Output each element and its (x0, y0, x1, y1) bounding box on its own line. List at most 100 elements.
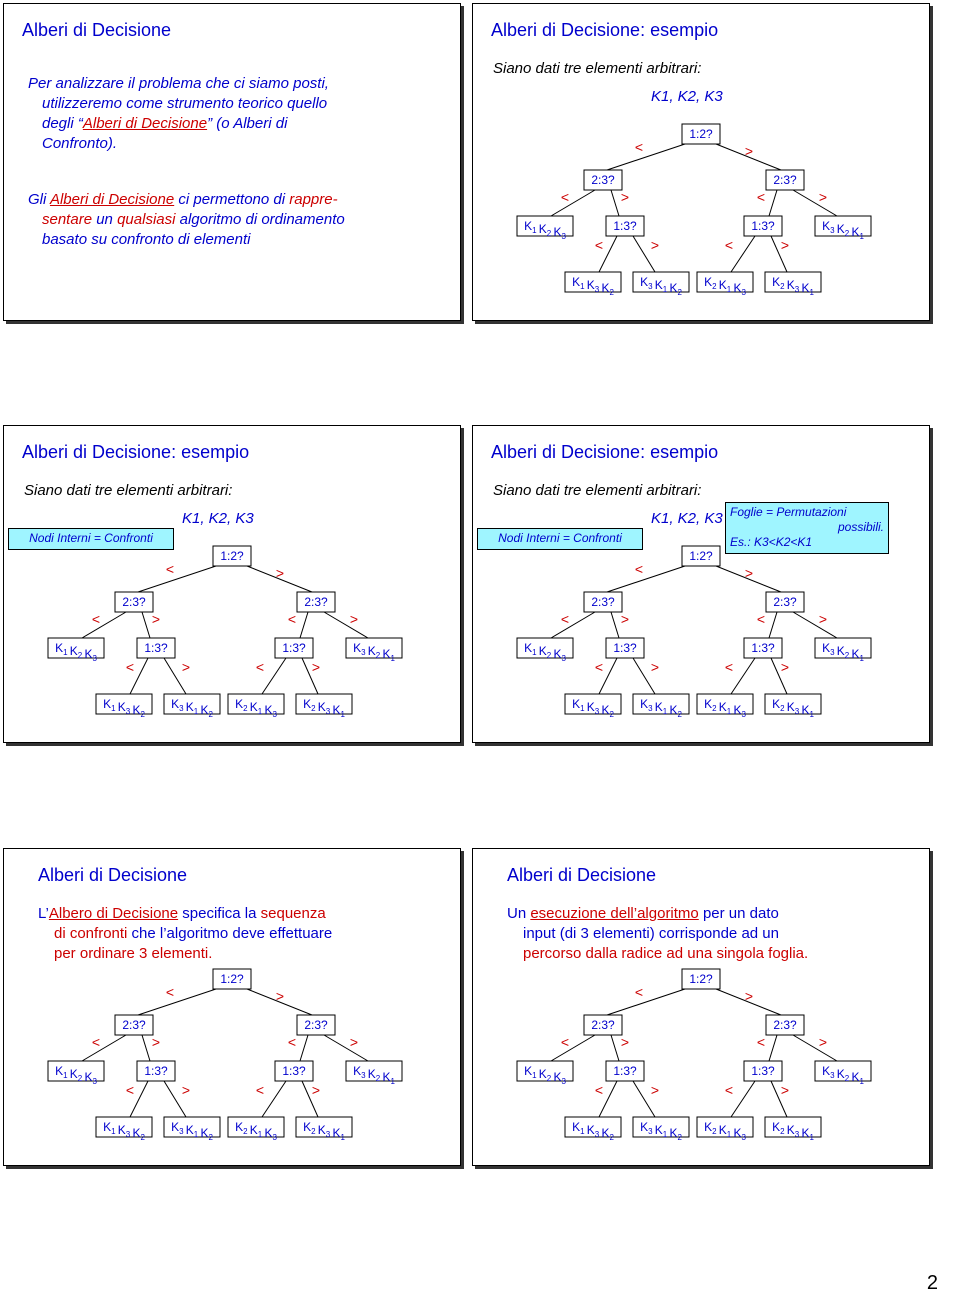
tree-edge (632, 657, 656, 695)
slide-title: Alberi di Decisione (22, 20, 172, 40)
leaf-node: K1 K3 K2 (564, 1116, 622, 1142)
greater-label: > (621, 1034, 629, 1050)
greater-label: > (781, 237, 789, 253)
svg-text:K2 K3 K1: K2 K3 K1 (772, 697, 814, 719)
leaf-node: K2 K1 K3 (696, 1116, 754, 1142)
greater-label: > (621, 611, 629, 627)
keys-label: K1, K2, K3 (651, 88, 723, 105)
tree-edge (768, 189, 778, 217)
comparison-node: 1:3? (605, 1060, 645, 1082)
less-label: < (757, 611, 765, 627)
less-label: < (635, 561, 643, 577)
svg-text:1:3?: 1:3? (751, 1064, 775, 1078)
greater-label: > (182, 659, 190, 675)
decision-tree: <><><><><>1:2?2:3?2:3?1:3?1:3?K1 K2 K3 K… (516, 968, 872, 1142)
slide-3: Alberi di Decisione: esempio Siano dati … (3, 425, 461, 743)
decision-tree: <><><><><>1:2?2:3?2:3?1:3?1:3?K1 K2 K3 K… (47, 968, 403, 1142)
comparison-node: 2:3? (114, 1014, 154, 1036)
svg-text:K1 K3 K2: K1 K3 K2 (103, 1120, 145, 1142)
slide-4: Alberi di Decisione: esempio Siano dati … (472, 425, 930, 743)
tree-edge (137, 563, 223, 593)
svg-text:K3 K1 K2: K3 K1 K2 (640, 275, 682, 297)
leaf-node: K2 K1 K3 (227, 1116, 285, 1142)
svg-text:K3 K1 K2: K3 K1 K2 (640, 1120, 682, 1142)
comparison-node: 1:3? (743, 215, 783, 237)
leaf-node: K1 K2 K3 (516, 1060, 574, 1086)
svg-text:K2 K1 K3: K2 K1 K3 (704, 275, 746, 297)
leaf-node: K3 K2 K1 (814, 215, 872, 241)
comparison-node: 2:3? (296, 1014, 336, 1036)
leaf-node: K3 K1 K2 (632, 271, 690, 297)
slide-2: Alberi di Decisione: esempio Siano dati … (472, 3, 930, 321)
tree-edge (792, 189, 838, 217)
less-label: < (126, 659, 134, 675)
svg-text:1:3?: 1:3? (282, 1064, 306, 1078)
tree-edge (770, 657, 788, 695)
tree-edge (632, 235, 656, 273)
tree-edge (550, 1034, 596, 1062)
tree-edge (710, 986, 782, 1016)
tree-edge (81, 1034, 127, 1062)
tree-edge (141, 611, 151, 639)
slide-subtitle: Siano dati tre elementi arbitrari: (24, 482, 233, 499)
comparison-node: 1:3? (274, 1060, 314, 1082)
tree-edge (129, 657, 149, 695)
tree-edge (301, 1080, 319, 1118)
comparison-node: 2:3? (114, 591, 154, 613)
comparison-node: 2:3? (765, 591, 805, 613)
greater-label: > (152, 611, 160, 627)
svg-text:K3 K2 K1: K3 K2 K1 (822, 219, 864, 241)
leaf-node: K2 K3 K1 (295, 1116, 353, 1142)
comparison-node: 1:3? (274, 637, 314, 659)
svg-text:2:3?: 2:3? (591, 173, 615, 187)
svg-text:K2 K1 K3: K2 K1 K3 (704, 1120, 746, 1142)
comparison-node: 1:3? (136, 1060, 176, 1082)
tree-edge (730, 1080, 756, 1118)
slide-title: Alberi di Decisione (38, 865, 188, 885)
greater-label: > (651, 1082, 659, 1098)
keys-label: K1, K2, K3 (651, 510, 723, 527)
svg-text:1:3?: 1:3? (144, 1064, 168, 1078)
greater-label: > (819, 1034, 827, 1050)
intro-paragraph: Per analizzare il problema che ci siamo … (28, 75, 329, 152)
greater-label: > (745, 565, 753, 581)
less-label: < (126, 1082, 134, 1098)
internal-nodes-callout: Nodi Interni = Confronti (8, 528, 174, 550)
leaf-node: K2 K3 K1 (764, 693, 822, 719)
leaf-node: K1 K2 K3 (516, 637, 574, 663)
description-paragraph: L’Albero di Decisione specifica la seque… (38, 905, 333, 962)
leaf-node: K1 K2 K3 (516, 215, 574, 241)
leaf-node: K3 K2 K1 (345, 637, 403, 663)
slide-title: Alberi di Decisione: esempio (491, 442, 719, 462)
greater-label: > (350, 611, 358, 627)
svg-text:K1 K3 K2: K1 K3 K2 (572, 1120, 614, 1142)
greater-label: > (276, 988, 284, 1004)
tree-edge (710, 563, 782, 593)
svg-text:1:2?: 1:2? (220, 549, 244, 563)
svg-text:K2 K3 K1: K2 K3 K1 (303, 697, 345, 719)
tree-edge (606, 141, 692, 171)
svg-text:1:2?: 1:2? (689, 549, 713, 563)
decision-tree: <><><><><>1:2?2:3?2:3?1:3?1:3?K1 K2 K3 K… (516, 545, 872, 719)
tree-edge (598, 1080, 618, 1118)
leaf-node: K2 K1 K3 (696, 271, 754, 297)
tree-edge (129, 1080, 149, 1118)
less-label: < (561, 189, 569, 205)
svg-text:1:3?: 1:3? (613, 641, 637, 655)
comparison-node: 1:3? (605, 215, 645, 237)
svg-text:K3 K1 K2: K3 K1 K2 (640, 697, 682, 719)
leaf-node: K3 K1 K2 (632, 693, 690, 719)
svg-text:2:3?: 2:3? (773, 173, 797, 187)
tree-edge (792, 1034, 838, 1062)
definition-paragraph: Gli Alberi di Decisione ci permettono di… (28, 191, 345, 248)
greater-label: > (651, 237, 659, 253)
root-node: 1:2? (681, 968, 721, 990)
tree-edge (606, 563, 692, 593)
root-node: 1:2? (212, 968, 252, 990)
comparison-node: 2:3? (583, 591, 623, 613)
tree-edge (323, 1034, 369, 1062)
leaf-node: K3 K1 K2 (163, 693, 221, 719)
page-number: 2 (926, 1272, 938, 1294)
svg-text:2:3?: 2:3? (773, 595, 797, 609)
comparison-node: 1:3? (743, 637, 783, 659)
